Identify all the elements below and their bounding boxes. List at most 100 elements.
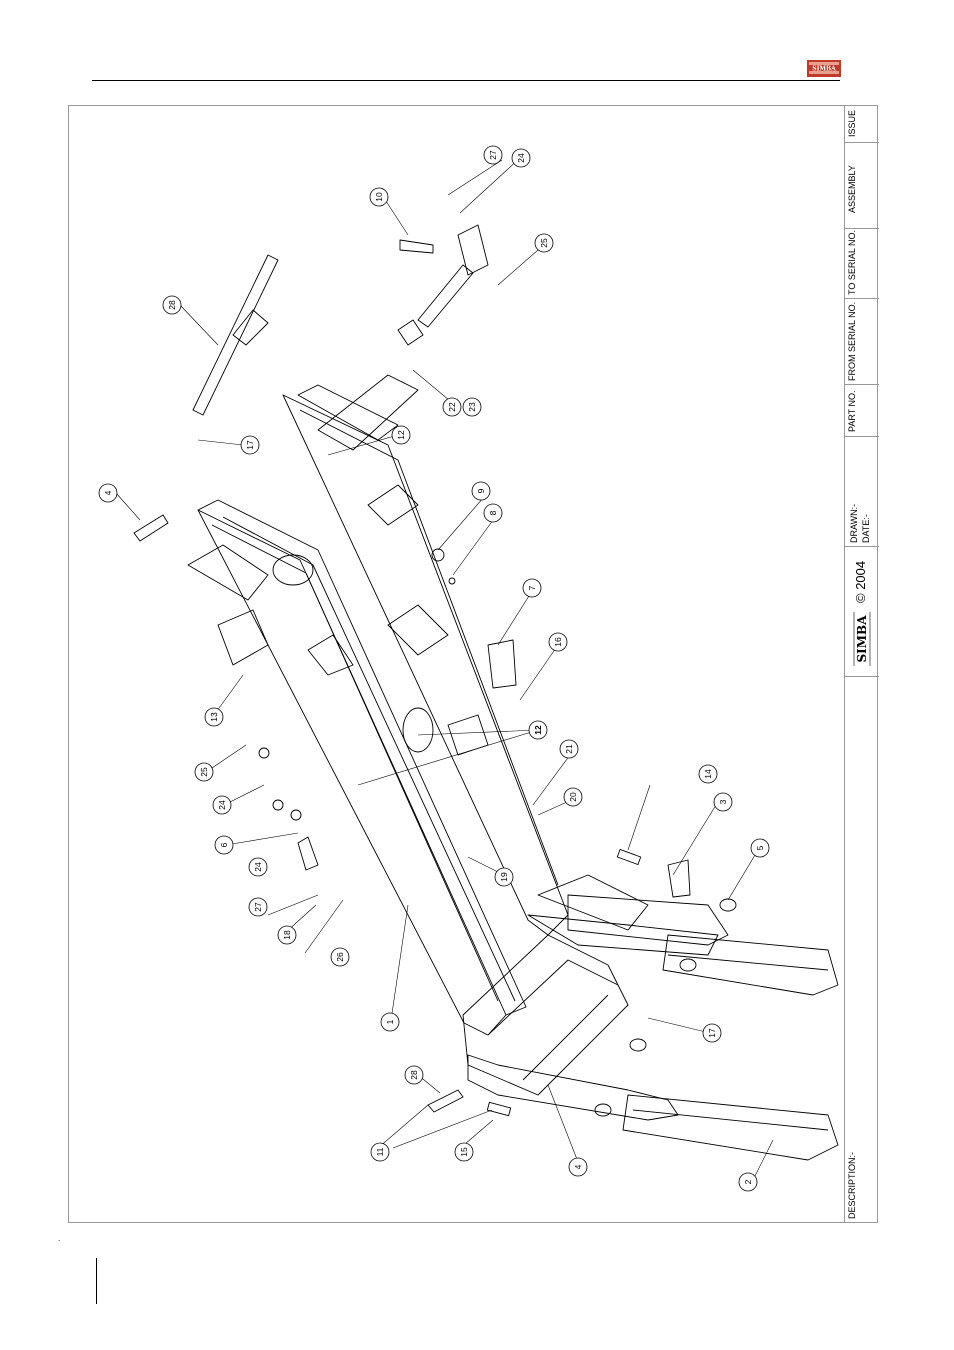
callout-20: 20 xyxy=(564,788,582,806)
from-serial-label: FROM SERIAL NO. xyxy=(847,302,857,381)
callout-27-top: 27 xyxy=(484,146,502,164)
to-serial-label: TO SERIAL NO. xyxy=(847,230,857,295)
svg-text:11: 11 xyxy=(375,1147,385,1156)
svg-text:5: 5 xyxy=(755,845,765,850)
page-marker: . xyxy=(58,1234,60,1243)
callout-26-mid: 26 xyxy=(331,948,349,966)
svg-text:SIMBA: SIMBA xyxy=(812,66,836,73)
svg-text:17: 17 xyxy=(707,1028,717,1038)
svg-text:22: 22 xyxy=(447,402,457,412)
callout-4-lower: 4 xyxy=(569,1158,587,1176)
callout-27-lower: 27 xyxy=(249,898,267,916)
svg-text:9: 9 xyxy=(476,488,486,493)
svg-text:14: 14 xyxy=(703,769,713,779)
callout-23: 23 xyxy=(463,398,481,416)
callout-1: 1 xyxy=(381,1013,399,1031)
svg-text:19: 19 xyxy=(499,872,509,882)
svg-text:18: 18 xyxy=(282,930,292,940)
hydraulic-cylinder-rod xyxy=(418,265,473,327)
callout-17-top: 17 xyxy=(241,436,259,454)
callout-22: 22 xyxy=(443,398,461,416)
svg-text:12: 12 xyxy=(396,430,406,440)
callout-24-top: 24 xyxy=(512,149,530,167)
callout-13: 13 xyxy=(205,708,223,726)
callout-25-top: 25 xyxy=(535,234,553,252)
pivot-pin xyxy=(488,640,516,688)
svg-text:27: 27 xyxy=(253,902,263,912)
part-no-label: PART NO. xyxy=(847,390,857,432)
svg-text:3: 3 xyxy=(718,799,728,804)
svg-text:10: 10 xyxy=(374,192,384,202)
copyright-text: © 2004 xyxy=(853,561,868,603)
svg-text:2: 2 xyxy=(743,1179,753,1184)
callout-28-lower: 28 xyxy=(405,1066,423,1084)
callout-24-lower: 24 xyxy=(249,858,267,876)
issue-label: ISSUE xyxy=(847,110,857,137)
exploded-assembly-drawing: 27 24 10 25 28 22 23 12 17 4 9 8 7 16 13… xyxy=(68,105,844,1223)
drawn-label: DRAWN:- xyxy=(849,504,859,543)
simba-logo-header: SIMBA xyxy=(806,58,842,78)
part-callouts: 27 24 10 25 28 22 23 12 17 4 9 8 7 16 13… xyxy=(99,146,769,1191)
main-beam-left xyxy=(198,510,506,1035)
callout-7: 7 xyxy=(523,579,541,597)
callout-24-mid: 24 xyxy=(213,796,231,814)
leg-right xyxy=(663,935,838,995)
description-label: DESCRIPTION:- xyxy=(847,1152,857,1219)
callout-8: 8 xyxy=(484,504,502,522)
svg-text:20: 20 xyxy=(568,792,578,802)
svg-text:25: 25 xyxy=(539,238,549,248)
svg-text:6: 6 xyxy=(219,842,229,847)
svg-text:21: 21 xyxy=(564,744,574,754)
svg-text:8: 8 xyxy=(488,510,498,515)
front-crossbeam xyxy=(463,935,628,1095)
callout-6: 6 xyxy=(215,836,233,854)
svg-text:26: 26 xyxy=(335,952,345,962)
svg-text:7: 7 xyxy=(527,585,537,590)
footer-rule xyxy=(96,1258,97,1304)
svg-text:23: 23 xyxy=(467,402,477,412)
callout-3: 3 xyxy=(714,793,732,811)
header-rule xyxy=(92,80,840,81)
svg-text:25: 25 xyxy=(199,767,209,777)
callout-28-top: 28 xyxy=(163,296,181,314)
spring-strap xyxy=(193,255,278,415)
svg-text:12: 12 xyxy=(533,725,543,735)
callout-17-lower: 17 xyxy=(703,1024,721,1042)
callout-9: 9 xyxy=(472,482,490,500)
title-block: ISSUE ASSEMBLY TO SERIAL NO. FROM SERIAL… xyxy=(844,105,878,1223)
svg-text:24: 24 xyxy=(516,153,526,163)
date-label: DATE:- xyxy=(861,514,871,543)
callout-5: 5 xyxy=(751,839,769,857)
leg-left-top xyxy=(468,1055,678,1120)
simba-logo-titleblock: SIMBA xyxy=(849,607,875,671)
callout-21: 21 xyxy=(560,740,578,758)
roller-lower xyxy=(403,708,433,752)
assembly-label: ASSEMBLY xyxy=(847,165,857,213)
callout-19: 19 xyxy=(495,868,513,886)
svg-text:24: 24 xyxy=(217,800,227,810)
svg-text:13: 13 xyxy=(209,712,219,722)
callout-16: 16 xyxy=(549,633,567,651)
main-beam-right xyxy=(283,395,568,935)
callout-18: 18 xyxy=(278,926,296,944)
svg-text:17: 17 xyxy=(245,440,255,450)
svg-text:1: 1 xyxy=(385,1019,395,1024)
callout-14: 14 xyxy=(699,765,717,783)
svg-text:24: 24 xyxy=(253,862,263,872)
svg-text:28: 28 xyxy=(409,1070,419,1080)
svg-text:SIMBA: SIMBA xyxy=(855,615,869,663)
leg-right-top xyxy=(568,895,728,945)
svg-text:4: 4 xyxy=(103,490,113,495)
callout-2: 2 xyxy=(739,1173,757,1191)
callout-4-top: 4 xyxy=(99,484,117,502)
callout-12-top: 12 xyxy=(392,426,410,444)
svg-text:28: 28 xyxy=(167,300,177,310)
callout-12-mid: 12 xyxy=(529,721,547,739)
svg-text:4: 4 xyxy=(573,1164,583,1169)
roller-upper xyxy=(273,555,313,585)
callout-15: 15 xyxy=(455,1143,473,1161)
callout-10: 10 xyxy=(370,188,388,206)
callout-25-mid: 25 xyxy=(195,763,213,781)
svg-text:16: 16 xyxy=(553,637,563,647)
callout-11: 11 xyxy=(371,1143,389,1161)
